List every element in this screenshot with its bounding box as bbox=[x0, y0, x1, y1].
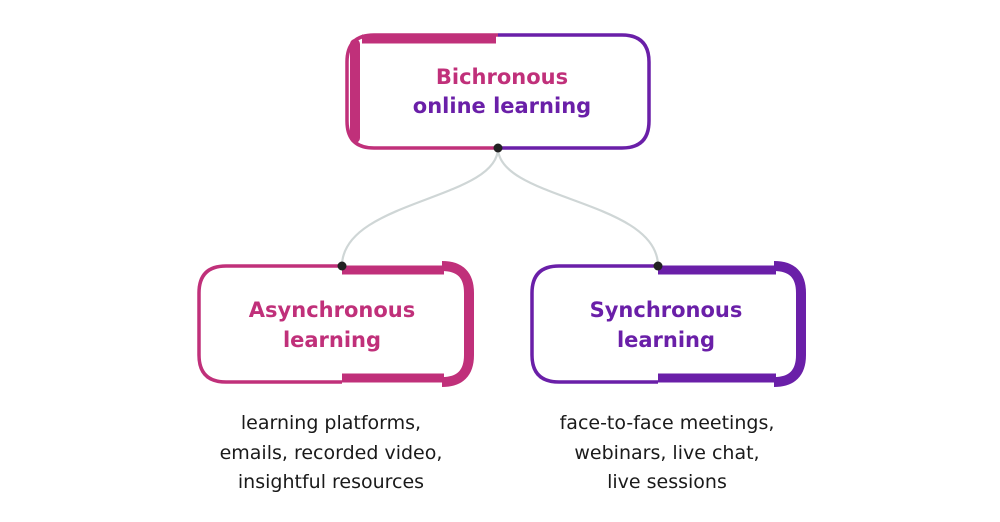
async-node-border-thick-right bbox=[441, 261, 474, 387]
sync-node-border-thick-right bbox=[773, 261, 806, 387]
async-desc-line1: learning platforms, bbox=[241, 412, 421, 434]
root-node: Bichronous online learning bbox=[345, 33, 651, 150]
async-node: Asynchronous learning bbox=[197, 261, 474, 387]
sync-node-title-line2: learning bbox=[617, 328, 715, 352]
sync-desc-line2: webinars, live chat, bbox=[574, 442, 759, 464]
sync-description: face-to-face meetings, webinars, live ch… bbox=[560, 412, 775, 493]
sync-node-border bbox=[530, 264, 658, 384]
connector-root-to-async bbox=[340, 147, 500, 267]
root-node-border-right bbox=[498, 33, 651, 150]
async-node-title-line2: learning bbox=[283, 328, 381, 352]
async-node-title-line1: Asynchronous bbox=[249, 298, 415, 322]
async-description: learning platforms, emails, recorded vid… bbox=[220, 412, 443, 493]
async-connector-dot bbox=[337, 261, 347, 271]
root-connector-dot bbox=[493, 143, 503, 153]
sync-desc-line3: live sessions bbox=[607, 471, 727, 493]
sync-node-title-line1: Synchronous bbox=[590, 298, 743, 322]
sync-node: Synchronous learning bbox=[530, 261, 806, 387]
root-node-border-left bbox=[345, 33, 498, 150]
root-node-title-line1: Bichronous bbox=[436, 65, 568, 89]
async-node-border bbox=[197, 264, 342, 384]
async-desc-line3: insightful resources bbox=[238, 471, 424, 493]
sync-desc-line1: face-to-face meetings, bbox=[560, 412, 775, 434]
sync-connector-dot bbox=[653, 261, 663, 271]
async-desc-line2: emails, recorded video, bbox=[220, 442, 443, 464]
root-node-title-line2: online learning bbox=[413, 94, 591, 118]
connector-root-to-sync bbox=[496, 147, 660, 267]
